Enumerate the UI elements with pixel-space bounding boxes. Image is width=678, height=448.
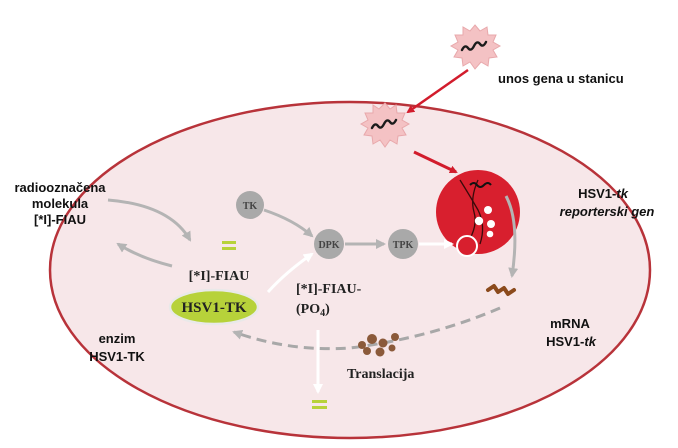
mrna-icon: [486, 284, 516, 296]
enzyme-label-line1: enzim: [99, 331, 136, 346]
gene-entry-label: unos gena u stanicu: [498, 71, 624, 86]
green-equals-icon-lower: [312, 400, 327, 409]
fiau-efflux-arrow: [116, 242, 173, 268]
fiau-po4-line2: (PO4): [296, 302, 330, 319]
gene-entry-arrow: [406, 68, 469, 114]
tk-node: [236, 191, 264, 219]
fiau-inside-label: [*I]-FIAU: [189, 269, 250, 284]
fiau-to-dpk-arrow: [266, 252, 314, 294]
mrna-label-line1: mRNA: [550, 316, 590, 331]
tk-to-dpk-arrow: [263, 208, 314, 238]
virus-outside-icon: [449, 24, 502, 70]
green-equals-icon-upper: [222, 241, 236, 250]
tpk-label: TPK: [393, 240, 414, 251]
reporter-gene-line1: HSV1-tk: [578, 186, 629, 201]
reporter-gene-line2: reporterski gen: [560, 204, 655, 219]
radiolabeled-line3: [*I]-FIAU: [34, 212, 86, 227]
dpk-label: DPK: [318, 240, 339, 251]
mrna-label-line2: HSV1-tk: [546, 334, 597, 349]
translation-label: Translacija: [347, 367, 414, 382]
hsv1-tk-enzyme: [168, 288, 260, 326]
nucleus: [436, 170, 520, 257]
transcription-arrow: [504, 195, 519, 278]
fiau-po4-line1: [*I]-FIAU-: [296, 282, 362, 297]
ribosome-icon: [358, 333, 399, 357]
radiolabeled-line2: molekula: [32, 196, 89, 211]
fiau-influx-arrow: [107, 198, 192, 242]
radiolabeled-line1: radiooznačena: [14, 180, 106, 195]
tk-label: TK: [243, 201, 258, 212]
tpk-node: [388, 229, 418, 259]
cell-membrane: [48, 100, 652, 440]
hsv1-tk-enzyme-label: HSV1-TK: [181, 300, 246, 316]
enzyme-label-line2: HSV1-TK: [89, 349, 145, 364]
virus-inside-icon: [359, 102, 411, 148]
dpk-node: [314, 229, 344, 259]
virus-to-nucleus-arrow: [413, 150, 458, 174]
